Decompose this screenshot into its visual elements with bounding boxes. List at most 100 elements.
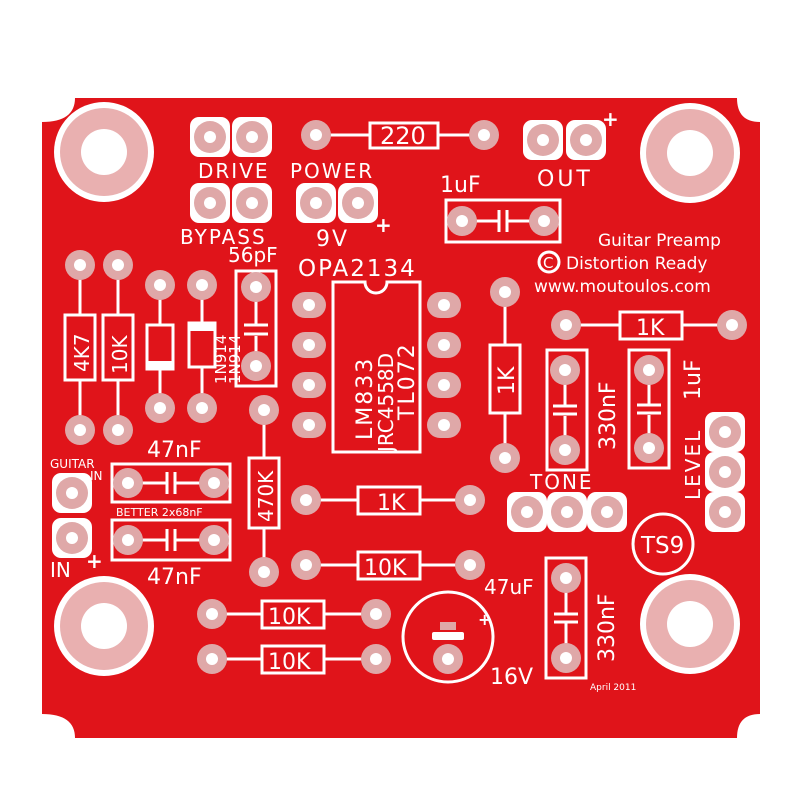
label-title-2: Distortion Ready: [566, 254, 707, 274]
solder-pad: [551, 563, 581, 593]
solder-pad: [291, 485, 321, 515]
label-level: LEVEL: [681, 429, 705, 500]
solder-pad: [361, 644, 391, 674]
solder-pad-header: [507, 492, 547, 532]
solder-pad: [65, 250, 95, 280]
label-16v: 16V: [490, 665, 533, 690]
solder-pad: [469, 120, 499, 150]
solder-pad: [455, 485, 485, 515]
mount-hole-tl: [54, 102, 154, 202]
label-47nf-bottom: 47nF: [147, 565, 202, 590]
solder-pad: [249, 395, 279, 425]
label-220: 220: [380, 122, 426, 150]
label-d1: 1N914: [212, 335, 230, 384]
solder-pad-header: [232, 183, 272, 223]
label-56pf: 56pF: [228, 243, 278, 267]
label-9v-plus: +: [375, 213, 392, 237]
label-jrc4558d: JRC4558D: [374, 353, 398, 454]
mount-hole-tr: [640, 103, 740, 203]
solder-pad: [433, 644, 463, 674]
solder-pad: [490, 443, 520, 473]
solder-pad: [145, 393, 175, 423]
label-copyright: C: [543, 254, 553, 272]
solder-pad-header: [190, 117, 230, 157]
mount-hole-br: [640, 574, 740, 674]
solder-pad: [634, 355, 664, 385]
label-9v: 9V: [316, 227, 349, 252]
solder-pad: [113, 525, 143, 555]
solder-pad-header: [190, 183, 230, 223]
label-out: OUT: [537, 167, 593, 192]
label-bypass: BYPASS: [180, 225, 267, 249]
label-4k7: 4K7: [70, 333, 94, 372]
solder-pad: [199, 468, 229, 498]
solder-pad: [65, 415, 95, 445]
label-330nf-top: 330nF: [596, 381, 621, 450]
label-tone: TONE: [529, 470, 594, 494]
solder-pad: [361, 599, 391, 629]
label-1uf-right: 1uF: [681, 359, 706, 400]
ic-pad: [427, 332, 461, 358]
ic-pad: [292, 332, 326, 358]
solder-pad: [717, 310, 747, 340]
solder-pad-header: [705, 412, 745, 452]
solder-pad-header: [523, 120, 563, 160]
ic-pad: [292, 412, 326, 438]
solder-pad-header: [232, 117, 272, 157]
silk-fills: [147, 323, 464, 640]
solder-pad-header: [566, 120, 606, 160]
solder-pad-header: [587, 492, 627, 532]
solder-pad: [550, 355, 580, 385]
silkscreen-text: DRIVE BYPASS POWER 9V + 220 OUT + 1uF Gu…: [50, 107, 721, 693]
solder-pad: [197, 599, 227, 629]
label-power: POWER: [290, 159, 374, 183]
solder-pad-header: [705, 452, 745, 492]
solder-pad: [291, 550, 321, 580]
ic-pad: [292, 372, 326, 398]
solder-pad: [187, 270, 217, 300]
solder-pad: [197, 644, 227, 674]
label-470k: 470K: [254, 470, 278, 522]
solder-pad-header: [547, 492, 587, 532]
ic-pad: [427, 372, 461, 398]
solder-pad: [551, 643, 581, 673]
label-ts9: TS9: [640, 533, 684, 559]
label-in-plus: +: [86, 549, 103, 573]
label-url: www.moutoulos.com: [534, 277, 711, 297]
label-47uf: 47uF: [484, 575, 534, 599]
label-1k-mid: 1K: [377, 491, 406, 516]
label-10k-left: 10K: [108, 335, 132, 374]
ic-pad: [427, 292, 461, 318]
label-title-1: Guitar Preamp: [598, 231, 721, 251]
label-tl072: TL072: [395, 342, 420, 421]
cap-pad-mark: [440, 622, 456, 630]
label-10k-b1: 10K: [268, 605, 311, 630]
label-better: BETTER 2x68nF: [116, 506, 203, 519]
solder-pad: [455, 550, 485, 580]
label-1k-vert: 1K: [495, 366, 520, 395]
label-10k-b2: 10K: [268, 650, 311, 675]
ic-pad: [427, 412, 461, 438]
label-out-plus: +: [602, 107, 619, 131]
solder-pad: [550, 435, 580, 465]
label-1k-right: 1K: [636, 316, 665, 341]
solder-pad: [103, 250, 133, 280]
label-date: April 2011: [590, 683, 636, 693]
solder-pad-header: [52, 518, 92, 558]
label-lm833: LM833: [353, 357, 378, 440]
solder-pad: [447, 206, 477, 236]
solder-pad: [551, 310, 581, 340]
label-drive: DRIVE: [198, 159, 270, 183]
mount-hole-bl: [54, 576, 154, 676]
label-47nf-top: 47nF: [147, 438, 202, 463]
label-10k-mid: 10K: [364, 556, 407, 581]
label-opa2134: OPA2134: [298, 256, 417, 282]
solder-pad: [249, 557, 279, 587]
solder-pad: [199, 525, 229, 555]
solder-pad: [145, 270, 175, 300]
solder-pad-header: [338, 183, 378, 223]
solder-pad: [529, 206, 559, 236]
solder-pad: [103, 415, 133, 445]
solder-pad: [113, 468, 143, 498]
